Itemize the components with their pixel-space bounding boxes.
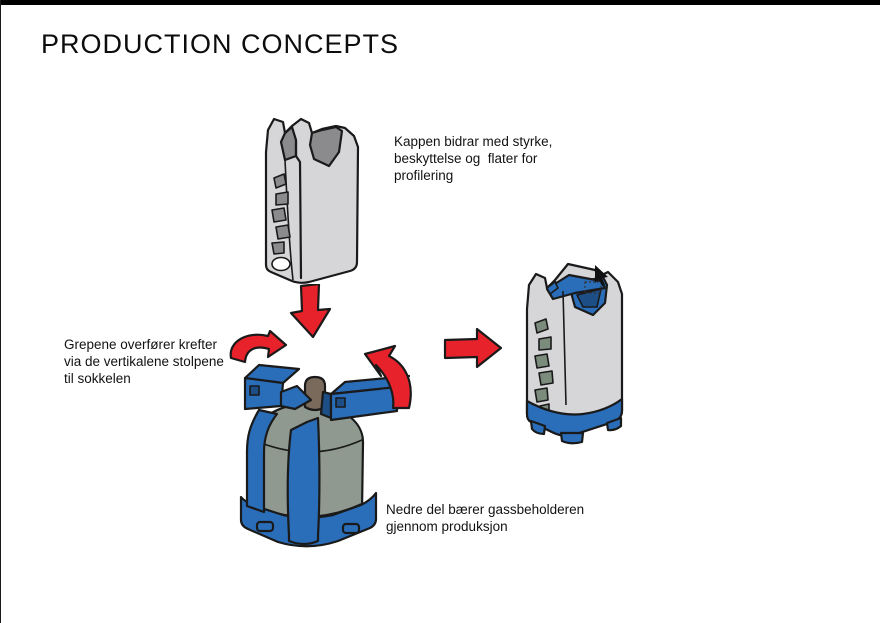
product-foot	[605, 416, 623, 432]
carrier-foot	[255, 520, 275, 533]
assembled-product-illustration	[525, 262, 624, 445]
annotation-base: Nedre del bærer gassbeholderen gjennom p…	[386, 502, 585, 534]
product-foot	[529, 419, 547, 436]
rotate-arrow-right-icon	[363, 344, 412, 410]
carrier-grip-left	[243, 363, 313, 411]
carrier-foot	[341, 522, 361, 535]
gripper-assembly-illustration	[229, 330, 412, 548]
selection-marquee	[584, 281, 602, 294]
down-arrow-icon	[289, 284, 332, 339]
top-border	[1, 0, 880, 5]
product-foot	[559, 431, 585, 445]
cap-hole	[271, 256, 291, 272]
annotation-cap: Kappen bidrar med styrke, beskyttelse og…	[394, 134, 553, 183]
cap-illustration	[264, 117, 360, 284]
carrier-strap-front	[286, 416, 321, 546]
right-arrow-icon	[443, 327, 503, 369]
cursor-icon	[595, 265, 608, 286]
cap-notch-right	[308, 125, 344, 168]
carrier-strap-left	[245, 408, 279, 514]
rotate-arrow-left-icon	[229, 330, 288, 364]
page-title: PRODUCTION CONCEPTS	[41, 29, 400, 59]
annotation-grips: Grepene overfører krefter via de vertika…	[64, 337, 224, 386]
product-handle-bar	[545, 273, 607, 301]
